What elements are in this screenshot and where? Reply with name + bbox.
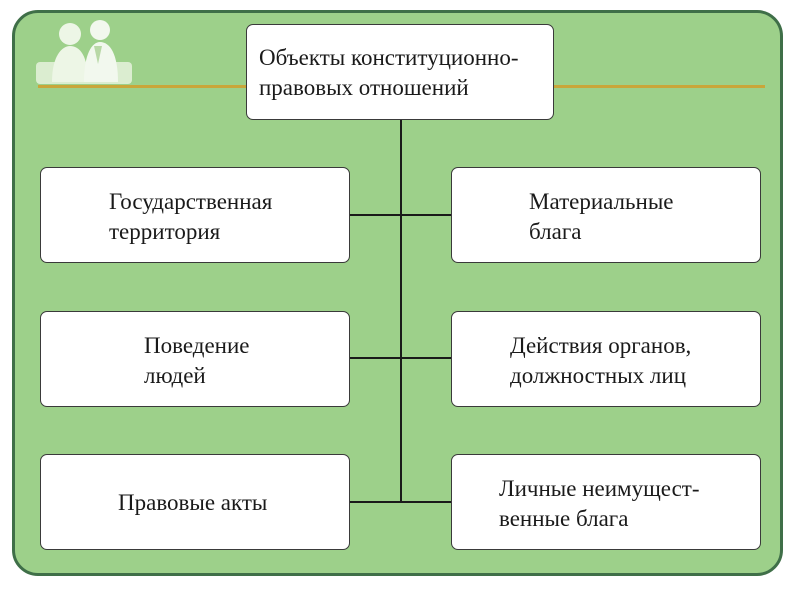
- connector-trunk: [400, 120, 402, 502]
- root-node-line1: Объекты конституционно-: [259, 45, 519, 70]
- node-label-line2: территория: [109, 219, 221, 244]
- node-state-territory: Государственная территория: [40, 167, 350, 263]
- node-label-line2: людей: [144, 363, 206, 388]
- node-personal-non-property-goods: Личные неимущест- венные блага: [451, 454, 761, 550]
- node-label-line1: Действия органов,: [510, 333, 692, 358]
- accent-line-right: [553, 85, 765, 88]
- node-actions-of-bodies: Действия органов, должностных лиц: [451, 311, 761, 407]
- node-human-behavior: Поведение людей: [40, 311, 350, 407]
- accent-line-left: [38, 85, 248, 88]
- node-label-line1: Материальные: [529, 189, 674, 214]
- connector-row2: [349, 357, 452, 359]
- node-label-line2: должностных лиц: [510, 363, 687, 388]
- node-label-line2: венные блага: [499, 506, 629, 531]
- root-node: Объекты конституционно- правовых отношен…: [246, 24, 554, 120]
- node-label-line1: Правовые акты: [118, 490, 268, 515]
- people-silhouette-icon: [36, 20, 132, 84]
- node-label-line1: Государственная: [109, 189, 273, 214]
- node-label-line1: Личные неимущест-: [499, 476, 700, 501]
- node-label-line2: блага: [529, 219, 582, 244]
- node-legal-acts: Правовые акты: [40, 454, 350, 550]
- connector-row1: [349, 214, 452, 216]
- root-node-line2: правовых отношений: [259, 75, 469, 100]
- connector-row3: [349, 501, 452, 503]
- node-material-goods: Материальные блага: [451, 167, 761, 263]
- node-label-line1: Поведение: [144, 333, 250, 358]
